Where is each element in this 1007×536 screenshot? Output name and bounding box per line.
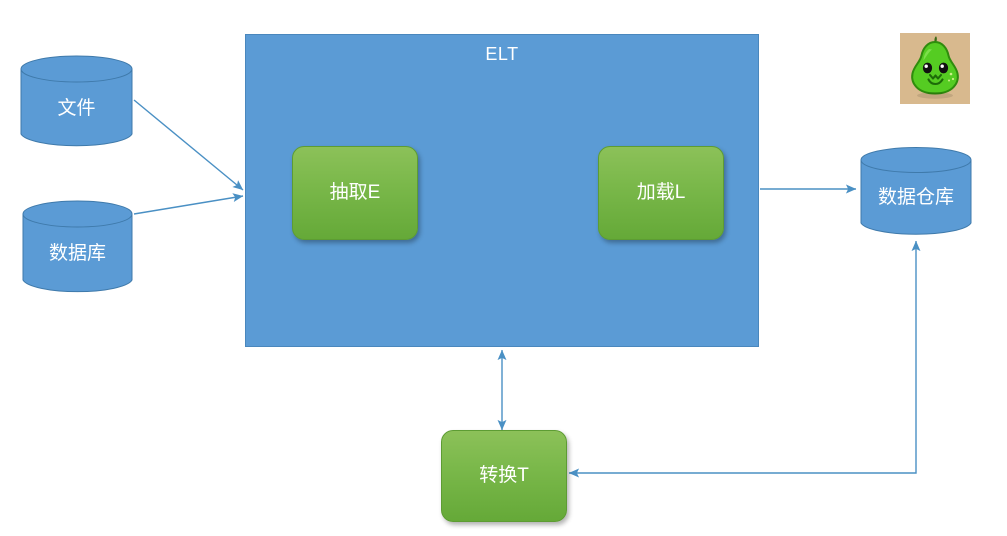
cylinder-file-shape [20,55,133,147]
process-box-transform[interactable]: 转换T [441,430,567,522]
cylinder-file[interactable]: 文件 [20,55,133,148]
process-label-transform: 转换T [479,465,529,486]
cylinder-label-file: 文件 [57,98,96,119]
cylinder-warehouse[interactable]: 数据仓库 [860,147,972,237]
process-box-load[interactable]: 加载L [598,146,724,240]
cylinder-warehouse-shape [860,147,972,235]
cylinder-label-warehouse: 数据仓库 [877,187,954,208]
elt-title: ELT [485,44,519,64]
process-box-extract[interactable]: 抽取E [292,146,418,240]
arrow-file-to-elt [133,99,244,191]
cylinder-database[interactable]: 数据库 [22,200,133,295]
process-label-extract: 抽取E [329,182,381,203]
cylinder-label-database: 数据库 [48,243,106,264]
pear-mascot-icon [900,33,970,104]
arrow-database-to-elt [133,193,244,215]
cylinder-database-shape [22,200,133,293]
process-label-load: 加载L [636,182,686,203]
